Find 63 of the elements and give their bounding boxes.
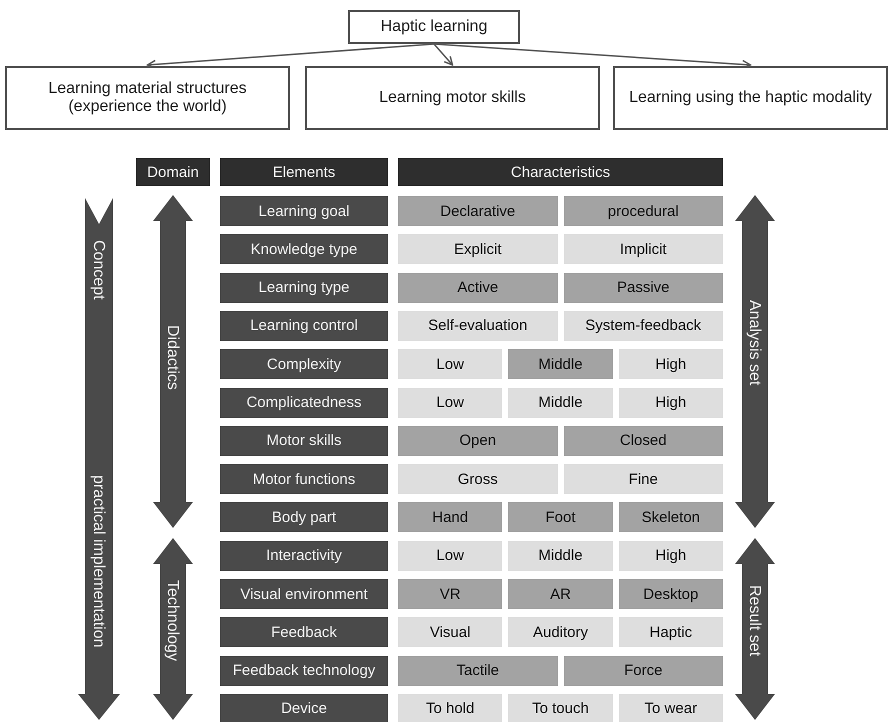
- characteristic-cell: Visual: [398, 617, 502, 648]
- arrow: [433, 44, 454, 66]
- row-header: Device: [220, 694, 388, 722]
- arrow-label: practical implementation: [89, 475, 107, 648]
- characteristic-cell: procedural: [564, 196, 723, 226]
- arrow-label: Concept: [89, 240, 107, 300]
- row-header: Feedback: [220, 617, 388, 648]
- row-header: Knowledge type: [220, 234, 388, 264]
- row-header: Feedback technology: [220, 656, 388, 686]
- arrow-label: Result set: [745, 585, 763, 656]
- characteristic-cell: Hand: [398, 502, 502, 532]
- arrow-label: Didactics: [163, 325, 181, 390]
- characteristic-cell: Foot: [508, 502, 613, 532]
- characteristic-cell: Implicit: [564, 234, 723, 264]
- column-header: Elements: [220, 158, 388, 186]
- characteristic-cell: Middle: [508, 388, 613, 418]
- characteristic-cell: Skeleton: [618, 502, 723, 532]
- arrow-label: Analysis set: [745, 300, 763, 386]
- row-header: Learning type: [220, 272, 388, 303]
- arrow-label: Technology: [163, 580, 181, 661]
- row-header: Visual environment: [220, 579, 388, 609]
- category-box: Learning using the haptic modality: [613, 66, 888, 130]
- row-header: Learning control: [220, 310, 388, 341]
- characteristic-cell: Low: [398, 388, 502, 418]
- characteristic-cell: Fine: [564, 464, 723, 494]
- characteristic-cell: Active: [398, 272, 558, 303]
- characteristic-cell: Self-evaluation: [398, 310, 558, 341]
- characteristic-cell: Gross: [398, 464, 558, 494]
- characteristic-cell: Declarative: [398, 196, 558, 226]
- row-header: Complexity: [220, 349, 388, 380]
- column-header: Domain: [136, 158, 210, 186]
- root-box: Haptic learning: [348, 10, 520, 44]
- characteristic-cell: Middle: [508, 349, 613, 380]
- characteristic-cell: Middle: [508, 540, 613, 571]
- characteristic-cell: System-feedback: [564, 310, 723, 341]
- characteristic-cell: Explicit: [398, 234, 558, 264]
- row-header: Motor skills: [220, 426, 388, 456]
- characteristic-cell: High: [618, 349, 723, 380]
- row-header: Interactivity: [220, 540, 388, 571]
- characteristic-cell: Auditory: [508, 617, 613, 648]
- characteristic-cell: Desktop: [618, 579, 723, 609]
- row-header: Learning goal: [220, 196, 388, 226]
- characteristic-cell: High: [618, 540, 723, 571]
- characteristic-cell: Low: [398, 349, 502, 380]
- characteristic-cell: VR: [398, 579, 502, 609]
- row-header: Body part: [220, 502, 388, 532]
- characteristic-cell: Tactile: [398, 656, 558, 686]
- characteristic-cell: Closed: [564, 426, 723, 456]
- row-header: Motor functions: [220, 464, 388, 494]
- characteristic-cell: To hold: [398, 694, 502, 722]
- characteristic-cell: To touch: [508, 694, 613, 722]
- characteristic-cell: High: [618, 388, 723, 418]
- category-box: Learning motor skills: [305, 66, 600, 130]
- characteristic-cell: To wear: [618, 694, 723, 722]
- characteristic-cell: Haptic: [618, 617, 723, 648]
- characteristic-cell: Open: [398, 426, 558, 456]
- row-header: Complicatedness: [220, 388, 388, 418]
- category-box: Learning material structures (experience the world): [5, 66, 290, 130]
- characteristic-cell: Passive: [564, 272, 723, 303]
- characteristic-cell: Force: [564, 656, 723, 686]
- column-header: Characteristics: [398, 158, 723, 186]
- characteristic-cell: AR: [508, 579, 613, 609]
- characteristic-cell: Low: [398, 540, 502, 571]
